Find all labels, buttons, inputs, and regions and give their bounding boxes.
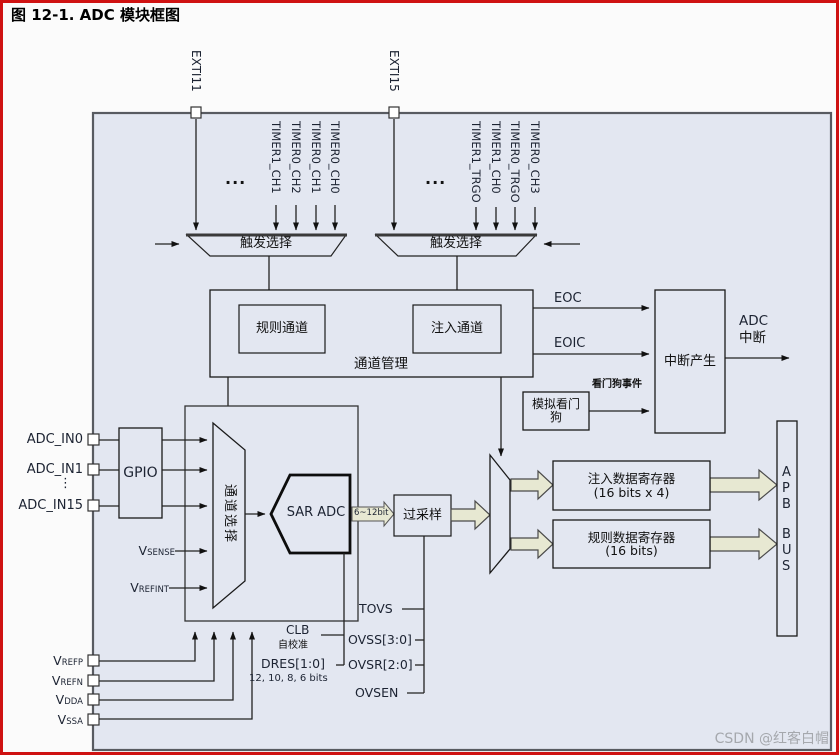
- timer-trigger-label: TIMER0_CH3: [528, 121, 542, 194]
- ovsen-label: OVSEN: [355, 685, 399, 700]
- interrupt-generation-label: 中断产生: [663, 353, 716, 369]
- exti15-pin: [388, 106, 400, 119]
- regular-register-label: 规则数据寄存器 (16 bits): [587, 529, 676, 558]
- channel-management-label: 通道管理: [354, 356, 408, 372]
- gpio-label: GPIO: [123, 464, 158, 481]
- adc-in15-label: ADC_IN15: [18, 498, 83, 513]
- oversampling-label: 过采样: [402, 507, 442, 523]
- analog-watchdog-box: [522, 391, 590, 431]
- trigger-select-left-label: 触发选择: [239, 236, 292, 251]
- regular-channel-label: 规则通道: [255, 321, 308, 337]
- data-path-block-arrows: [450, 468, 778, 561]
- dres-bits-label: 12, 10, 8, 6 bits: [249, 673, 328, 684]
- data-register-mux: [489, 453, 511, 575]
- sar-adc-label: SAR ADC: [286, 505, 346, 520]
- timer-trigger-label: TIMER1_CH1: [269, 121, 283, 194]
- exti11-pin: [190, 106, 202, 119]
- exti15-label: EXTI15: [387, 50, 401, 92]
- vrefint-label: VREFINT: [130, 580, 169, 595]
- eoic-label: EOIC: [554, 336, 586, 351]
- oversampling-box: [393, 494, 452, 537]
- ellipsis-right: ...: [425, 169, 447, 188]
- tovs-label: TOVS: [359, 601, 393, 616]
- timer-trigger-label: TIMER1_TRGO: [469, 121, 483, 203]
- trigger-input-lines: [155, 119, 580, 247]
- apb-bus-box: [776, 420, 798, 637]
- analog-input-lines: [99, 437, 208, 591]
- resolution-bits-label: 6~12bit: [354, 508, 389, 518]
- channel-select-mux: [212, 421, 246, 610]
- injected-channel-box: [412, 304, 502, 354]
- vssa-label: VSSA: [57, 712, 83, 727]
- injected-data-register-box: [552, 460, 711, 511]
- eoc-label: EOC: [554, 291, 582, 306]
- adc-interrupt-label-line2: 中断: [739, 330, 766, 346]
- analog-watchdog-label: 模拟看门 狗: [531, 397, 580, 424]
- gpio-box: [118, 427, 163, 519]
- watchdog-event-label: 看门狗事件: [592, 379, 642, 390]
- dres-label: DRES[1:0]: [261, 656, 326, 671]
- interrupt-signal-lines: [533, 305, 790, 414]
- timer-trigger-label: TIMER0_TRGO: [508, 121, 522, 203]
- input-pins: [87, 433, 100, 726]
- injected-channel-label: 注入通道: [430, 321, 483, 337]
- self-calibration-label: 自校准: [278, 640, 308, 651]
- regular-channel-box: [238, 304, 326, 354]
- interrupt-generation-box: [654, 289, 726, 434]
- timer-trigger-label: TIMER1_CH0: [489, 121, 503, 194]
- watermark: CSDN @红客白帽: [714, 731, 829, 747]
- ovss-label: OVSS[3:0]: [348, 632, 412, 647]
- diagram-shapes: [87, 106, 833, 752]
- vrefp-label: VREFP: [53, 653, 83, 668]
- reference-supply-lines: [99, 631, 255, 720]
- apb-bus-label: A P B B U S: [782, 465, 792, 574]
- exti11-label: EXTI11: [189, 50, 203, 92]
- trigger-select-right-label: 触发选择: [429, 236, 482, 251]
- timer-trigger-label: TIMER0_CH1: [309, 121, 323, 194]
- clb-label: CLB: [286, 623, 310, 637]
- adc-in0-label: ADC_IN0: [26, 432, 83, 447]
- control-signal-brackets: [321, 536, 425, 694]
- adc-in-ellipsis: ⋮: [59, 476, 72, 491]
- injected-register-label: 注入数据寄存器 (16 bits x 4): [587, 471, 676, 500]
- timer-trigger-label: TIMER0_CH0: [328, 121, 342, 194]
- ovsr-label: OVSR[2:0]: [348, 657, 413, 672]
- timer-trigger-label: TIMER0_CH2: [289, 121, 303, 194]
- vrefn-label: VREFN: [51, 673, 83, 688]
- channel-select-label: 通道选择: [222, 484, 237, 545]
- vdda-label: VDDA: [55, 692, 83, 707]
- ellipsis-left: ...: [225, 169, 247, 188]
- adc-in1-label: ADC_IN1: [26, 462, 83, 477]
- regular-data-register-box: [552, 519, 711, 569]
- figure-title: 图 12-1. ADC 模块框图: [11, 6, 180, 24]
- adc-interrupt-label-line1: ADC: [739, 313, 769, 329]
- sar-to-oversample-arrow: [351, 500, 395, 528]
- sar-adc-shape: [269, 473, 352, 555]
- vsense-label: VSENSE: [138, 543, 175, 558]
